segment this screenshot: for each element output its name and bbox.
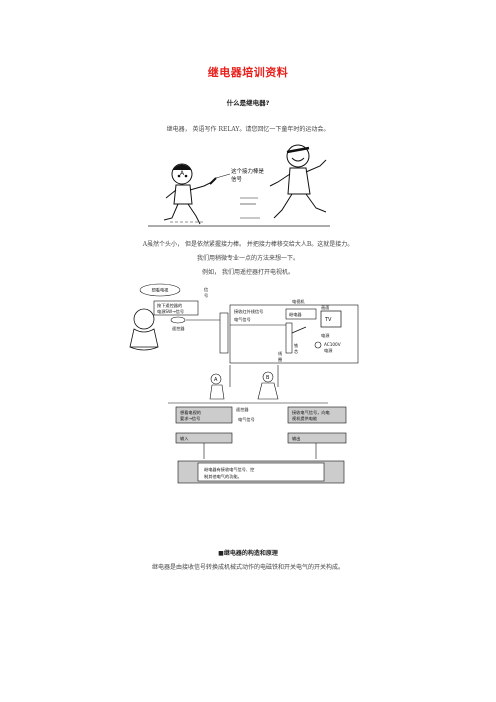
relay-label: 继电器 [289,311,302,318]
runner-a-label: A [214,377,218,383]
question-heading: 什么是继电器? [226,99,270,107]
section-heading: ■继电器的构造和原理 [218,550,278,557]
remote-label-line2: 电源SW→信号 [157,308,184,315]
input-signal-box [175,406,233,424]
coil-label-1: 线 [278,350,283,356]
remote-label: 遥控器 [172,325,185,332]
receive-label: 接收红外线信号 [234,308,263,315]
output-box [287,406,347,424]
document-title: 继电器培训资料 [207,66,289,79]
runner-b-label: B [266,375,270,381]
tv-set-panel [219,312,229,354]
analogy-paragraph-2: 我们用稍微专业一点的方法来想一下。 [196,255,299,262]
ac-label-2: 电源 [324,347,333,354]
box-left-line1: 想看电视的 [180,409,201,416]
intro-paragraph: 继电器， 英语写作 RELAY。请您回忆一下童年时的运动会。 [166,126,330,133]
box-right-line2: 视机提供电能 [292,415,318,422]
output-label-box [287,432,347,444]
box-left-line2: 要求→信号 [180,415,200,422]
summary-line1: 继电器有接收电气信号、控 [204,466,255,473]
input-label: 输入 [180,435,189,442]
summary-inner-box [197,462,325,482]
description-paragraph: 继电器是由接收信号转换成机械式动作的电磁铁和开关电气的开关构成。 [151,564,344,571]
tv-icon [320,310,342,328]
runner-a-figure [163,163,213,225]
elec-signal-label: 电气信号 [234,316,251,323]
ac-label-1: AC100V [324,342,341,347]
signal-side-label-1: 信 [204,286,208,293]
tv-label: TV [324,317,332,323]
output-label: 输出 [292,435,300,442]
summary-line2: 制其他电气的功能。 [204,473,242,480]
relay-remote-diagram: 想看电视 按下遥控器的 电源SW→信号 信 号 遥控器 电视机 接收红外线信号 … [129,283,359,484]
power-label: 电源 [321,332,330,339]
bubble-text: 想看电视 [152,287,170,294]
runner-b-figure [269,144,327,219]
remote-icon [170,316,186,324]
signal-side-label-2: 号 [204,293,208,299]
baton-callout-line2: 信号 [231,175,243,183]
runner-b-icon [262,371,274,383]
box-right-line1: 接收电气信号，向电 [292,409,331,416]
speech-bubble [139,283,181,297]
relay-race-illustration: A 这个接力棒是 信号 [148,144,330,227]
coil-label-2: 圈 [278,357,282,363]
baton [209,177,217,185]
runner-a-icon [210,373,222,385]
tv-set-outline [229,304,359,364]
switch-contact [291,326,307,334]
baton-callout-line1: 这个接力棒是 [231,167,265,175]
iron-label-1: 铁 [294,342,299,349]
remote2-label: 遥控器 [236,406,249,413]
callout-leader [215,173,231,179]
tv-set-label: 电视机 [292,298,305,305]
iron-label-2: 芯 [294,348,298,354]
elec2-label: 电气信号 [238,416,255,423]
analogy-paragraph-1: A虽然个头小， 但是依然紧握接力棒。 并把接力棒移交给大人B。这就是接力。 [142,241,354,248]
remote-label-box [153,300,199,316]
person-figure [129,308,159,351]
runner-a-label: A [180,170,185,177]
remote-label-line1: 按下遥控器的 [157,302,182,309]
ac-source-icon [314,341,322,349]
relay-box [285,308,317,320]
screen-label: 画面 [321,305,329,311]
coil-core [285,322,293,354]
analogy-paragraph-3: 例如， 我们用遥控器打开电视机。 [202,269,294,276]
